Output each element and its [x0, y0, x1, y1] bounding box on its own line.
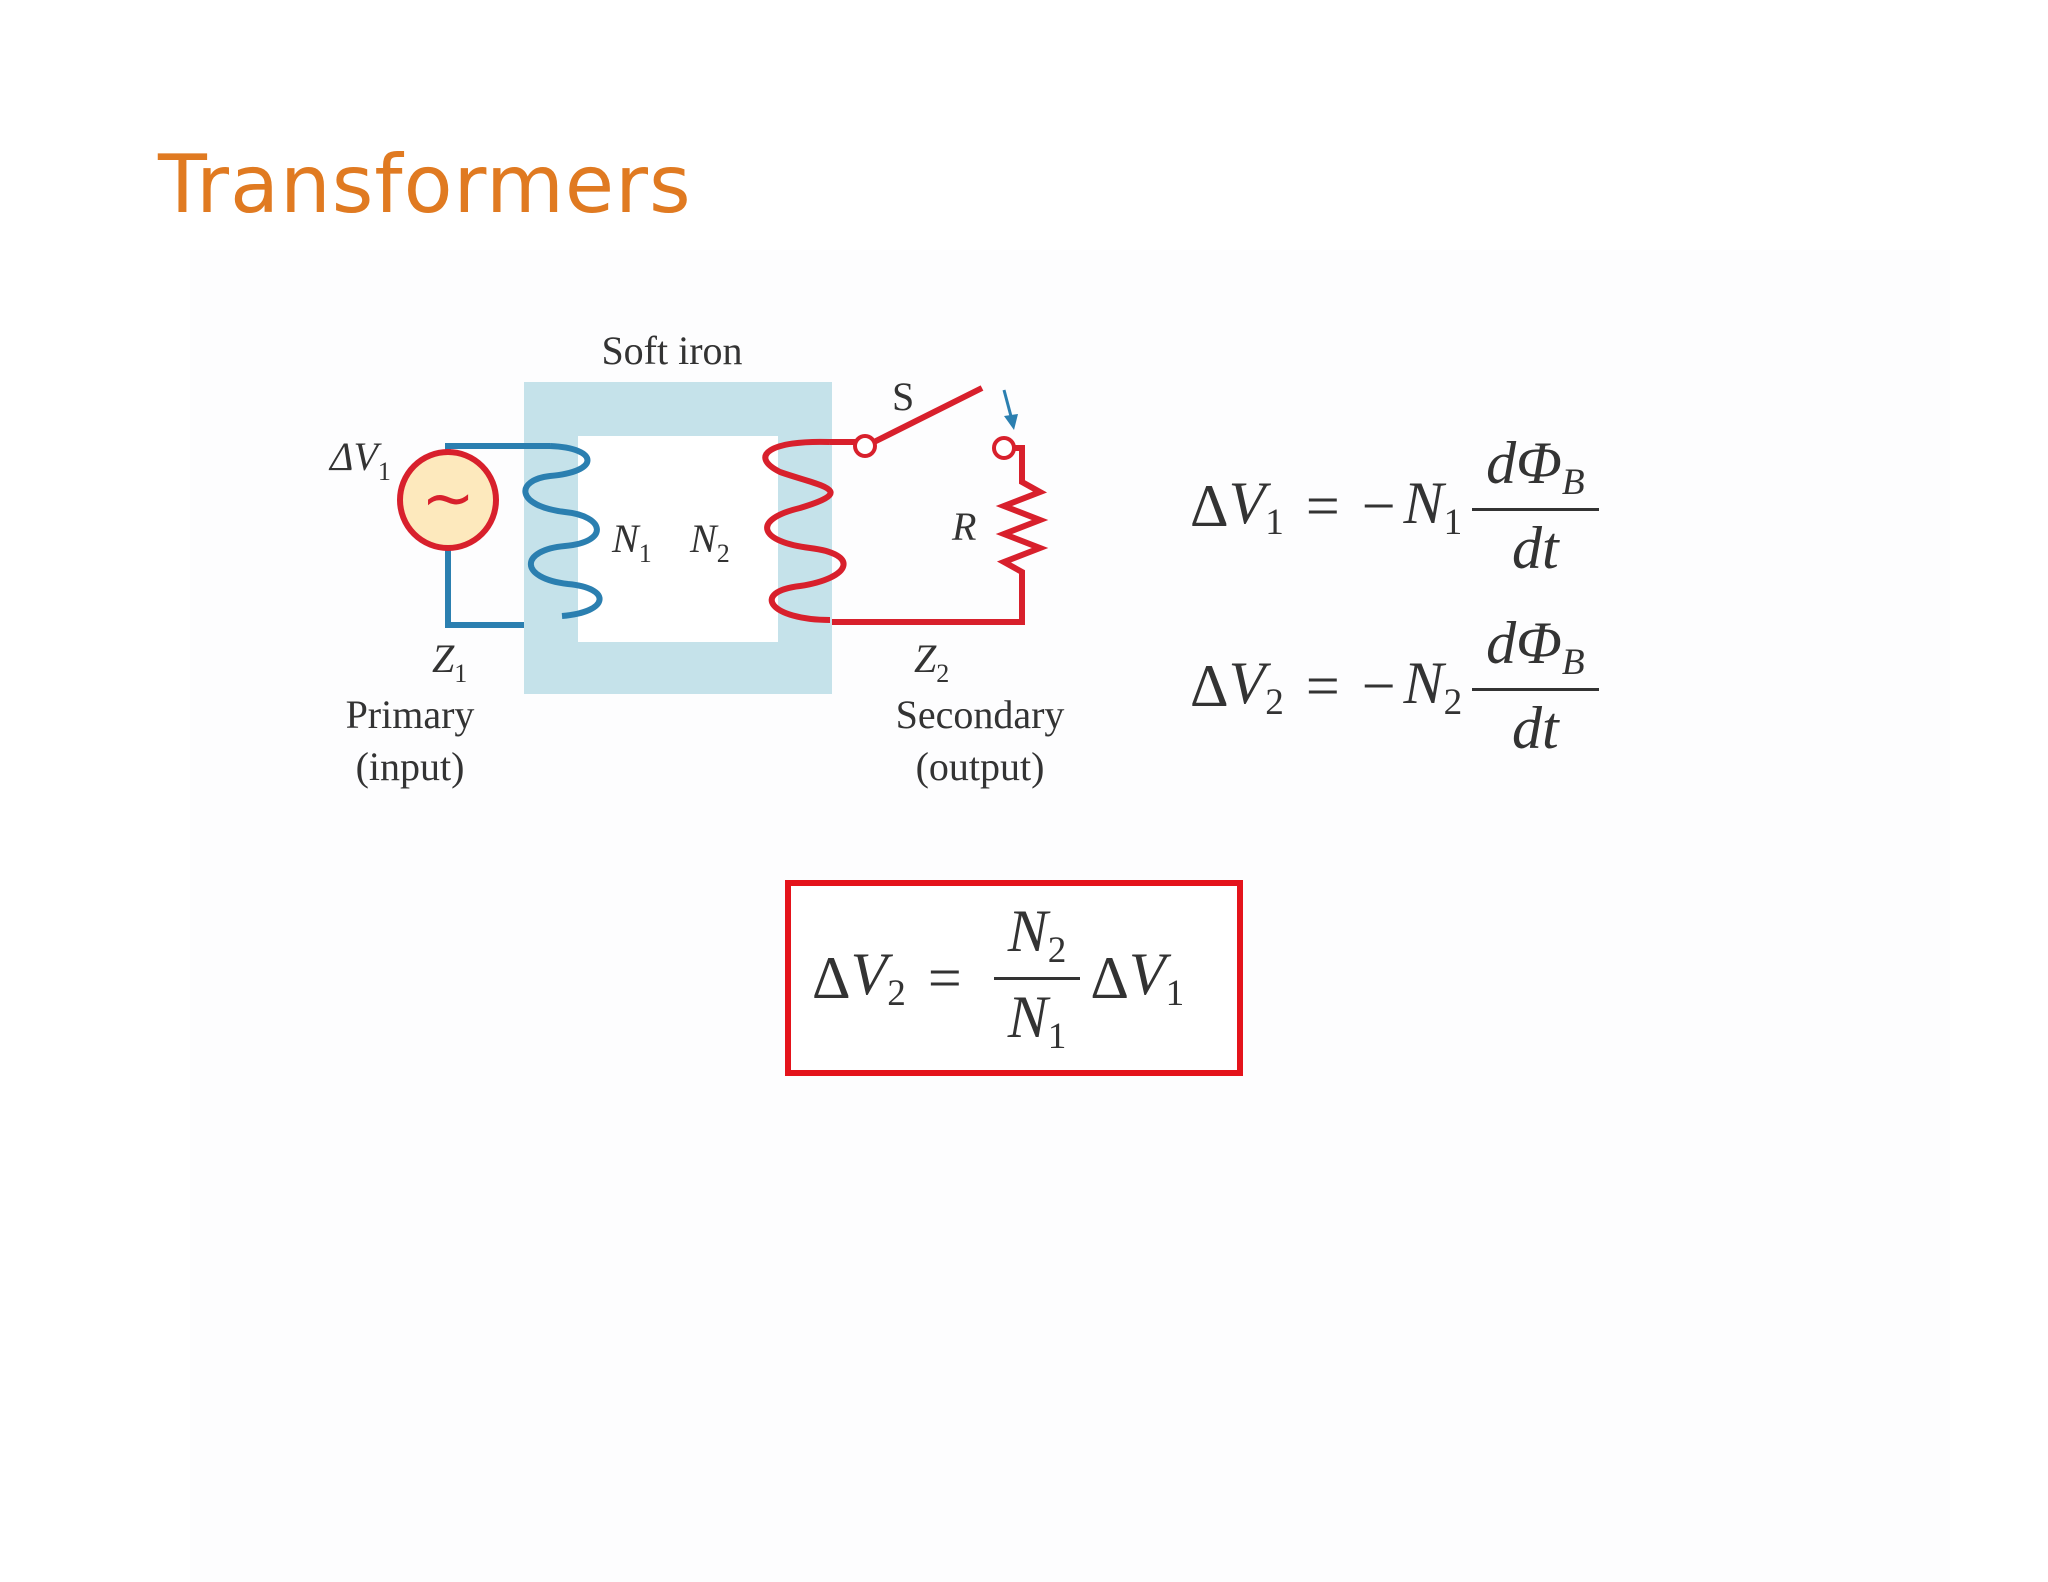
secondary-caption: Secondary	[896, 692, 1065, 737]
eq2-delta: Δ	[1190, 652, 1229, 719]
eq2-minus: −	[1361, 652, 1396, 719]
primary-impedance-label: Z1	[432, 636, 467, 688]
eq2-fraction: dΦB dt	[1472, 612, 1599, 760]
eq1-minus: −	[1361, 472, 1396, 539]
ratio-lhs-voltage: V2	[850, 941, 906, 1015]
primary-turns-label: N1	[611, 516, 652, 568]
switch-blade	[868, 385, 984, 447]
primary-coil	[522, 443, 603, 619]
eq1-voltage: V1	[1228, 469, 1284, 543]
slide-title: Transformers	[158, 138, 692, 231]
resistor-label: R	[951, 504, 976, 549]
eq1-fraction: dΦB dt	[1472, 432, 1599, 580]
eq2-turns: N2	[1403, 649, 1463, 723]
secondary-turns-label: N2	[689, 516, 730, 568]
ratio-rhs-voltage: V1	[1128, 941, 1185, 1015]
secondary-circuit	[762, 385, 1049, 625]
transformer-diagram: Soft iron ~ ΔV1 N1 Z1 Primary (input) S …	[328, 328, 1065, 789]
switch-label: S	[892, 374, 914, 419]
soft-iron-core	[524, 382, 832, 694]
ac-source-symbol: ~	[421, 462, 475, 536]
primary-voltage-label: ΔV1	[328, 434, 391, 486]
ratio-equals: =	[927, 944, 962, 1011]
core-inner-window	[578, 436, 778, 642]
eq2-equals: =	[1305, 652, 1340, 719]
ratio-fraction: N2 N1	[993, 900, 1081, 1056]
switch-arrow-icon	[1002, 389, 1014, 421]
ac-source	[397, 449, 499, 551]
resistor	[995, 458, 1049, 582]
eq2-voltage: V2	[1228, 649, 1284, 723]
core-label: Soft iron	[601, 328, 742, 373]
switch-contact-right	[992, 436, 1016, 460]
ratio-rhs-delta: Δ	[1090, 944, 1129, 1011]
eq1-equals: =	[1305, 472, 1340, 539]
eq1-delta: Δ	[1190, 472, 1229, 539]
switch-arrow-head-icon	[1004, 414, 1018, 430]
secondary-coil	[762, 438, 847, 623]
secondary-impedance-label: Z2	[914, 636, 949, 688]
primary-caption: Primary	[346, 692, 475, 737]
ratio-lhs-delta: Δ	[812, 944, 851, 1011]
eq1-turns: N1	[1403, 469, 1463, 543]
switch-contact-left	[853, 434, 877, 458]
secondary-caption-sub: (output)	[916, 744, 1045, 789]
primary-caption-sub: (input)	[356, 744, 465, 789]
